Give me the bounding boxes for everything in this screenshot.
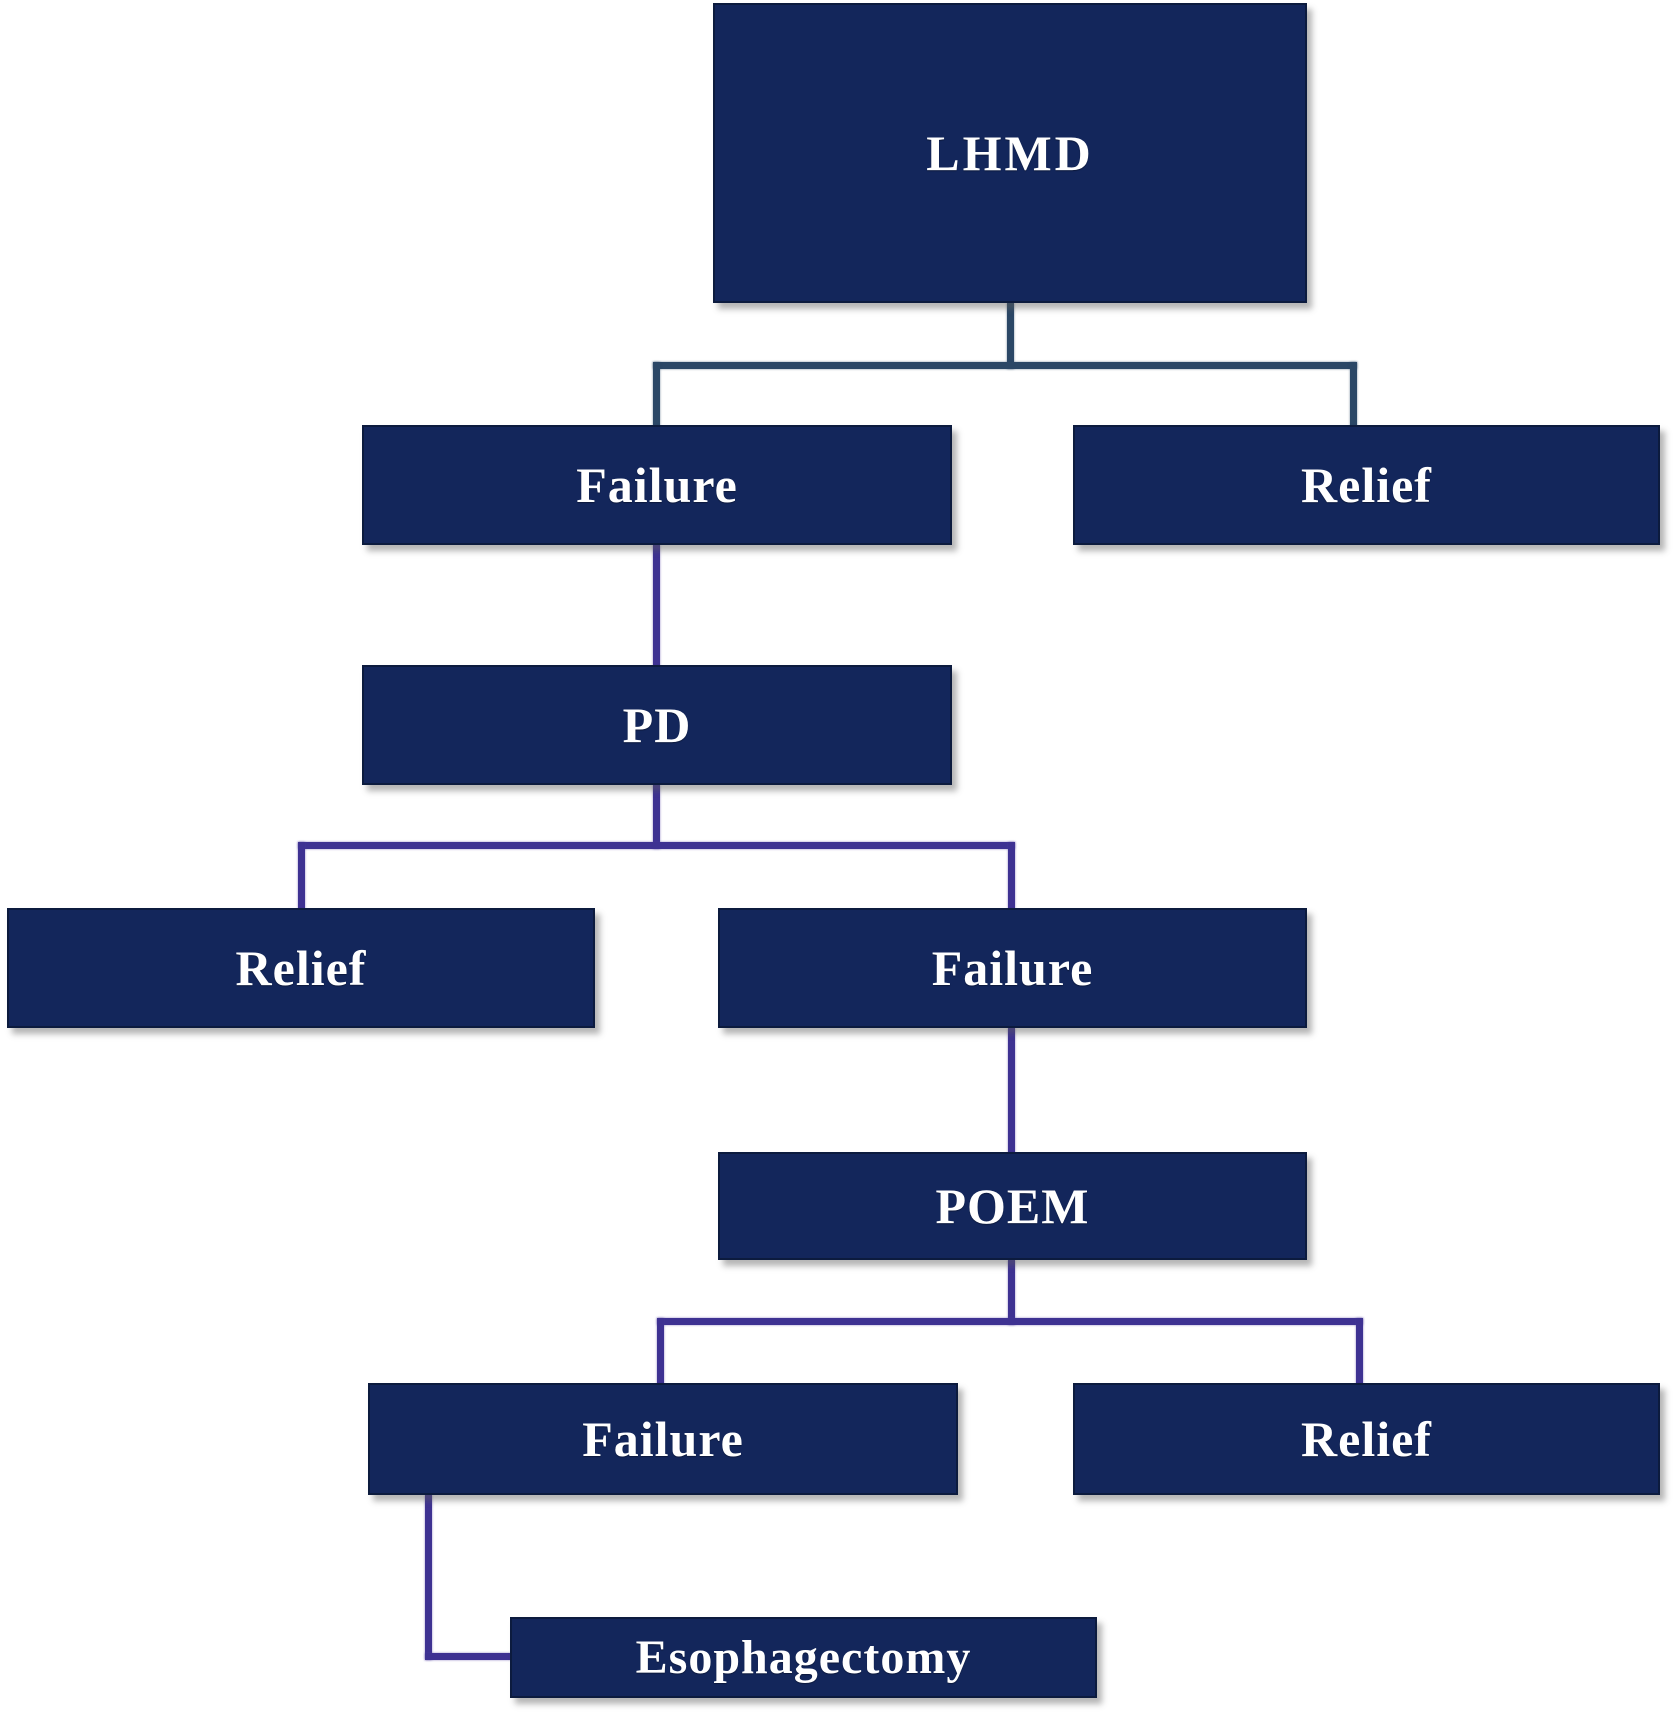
edge-lhmd-split	[653, 362, 1357, 369]
node-relief-2: Relief	[7, 908, 595, 1028]
node-relief-1: Relief	[1073, 425, 1660, 545]
edge-failure2-to-poem	[1008, 1028, 1015, 1154]
node-lhmd: LHMD	[713, 3, 1307, 303]
edge-poem-split	[657, 1318, 1363, 1325]
node-poem: POEM	[718, 1152, 1307, 1260]
node-failure-2: Failure	[718, 908, 1307, 1028]
edge-failure1-to-pd	[653, 545, 660, 667]
edge-pd-to-failure2	[1008, 842, 1015, 910]
edge-pd-to-relief2	[298, 842, 305, 910]
node-relief-3: Relief	[1073, 1383, 1660, 1495]
edge-failure3-stem	[425, 1495, 432, 1660]
edge-lhmd-to-relief	[1350, 362, 1357, 427]
node-failure-1: Failure	[362, 425, 952, 545]
edge-poem-to-failure3	[657, 1318, 664, 1385]
edge-lhmd-to-failure	[653, 362, 660, 427]
edge-poem-stem	[1008, 1260, 1015, 1325]
edge-poem-to-relief3	[1356, 1318, 1363, 1385]
edge-lhmd-stem	[1007, 303, 1014, 369]
edge-failure3-to-esophagectomy	[425, 1653, 515, 1660]
node-pd: PD	[362, 665, 952, 785]
node-failure-3: Failure	[368, 1383, 958, 1495]
edge-pd-split	[298, 842, 1015, 849]
edge-pd-stem	[653, 785, 660, 849]
node-esophagectomy: Esophagectomy	[510, 1617, 1097, 1698]
